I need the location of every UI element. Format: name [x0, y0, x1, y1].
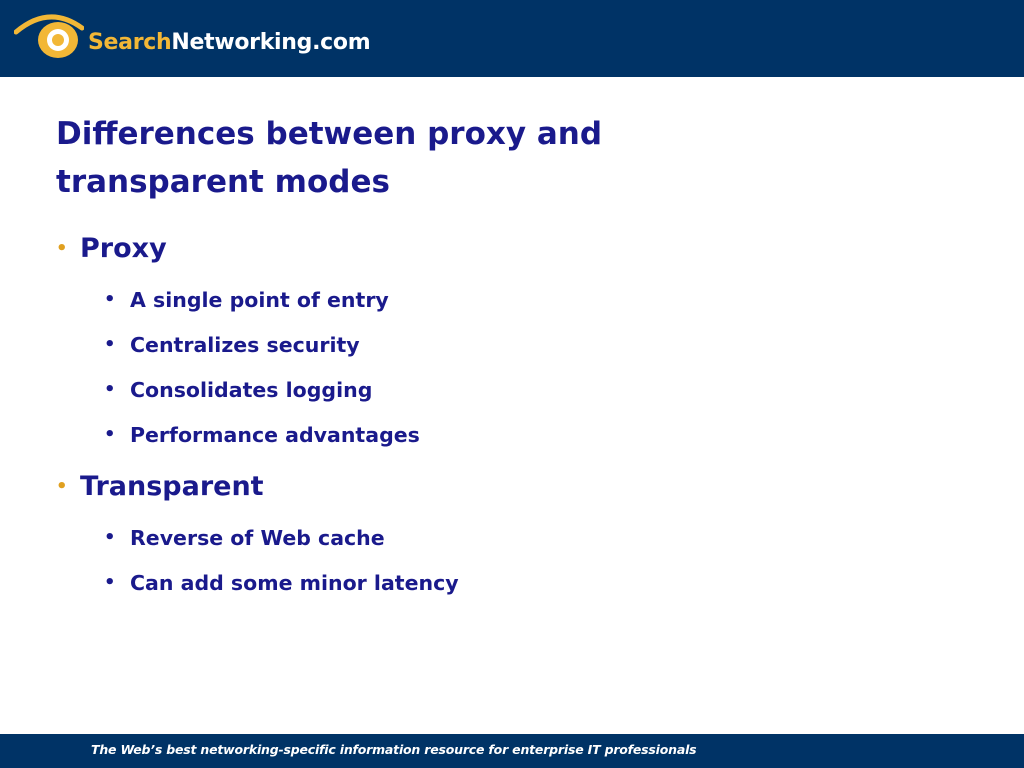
section-items: • Reverse of Web cache • Can add some mi… [104, 515, 956, 605]
slide-title: Differences between proxy and transparen… [56, 110, 756, 206]
site-logo[interactable]: SearchNetworking.com [13, 10, 371, 66]
list-item: • Can add some minor latency [104, 560, 956, 605]
section-heading: • Proxy [56, 228, 956, 268]
section-heading-text: Proxy [80, 232, 167, 264]
header-bar: SearchNetworking.com [0, 0, 1024, 77]
footer-tagline: The Web’s best networking-specific infor… [91, 742, 697, 757]
footer-bar: The Web’s best networking-specific infor… [0, 734, 1024, 768]
list-item-text: Centralizes security [130, 332, 360, 357]
logo-networking-text: Networking [171, 30, 313, 55]
list-item: • Reverse of Web cache [104, 515, 956, 560]
bullet-icon: • [104, 379, 116, 400]
bullet-icon: • [56, 475, 68, 497]
bullet-icon: • [104, 424, 116, 445]
bullet-icon: • [104, 289, 116, 310]
section-items: • A single point of entry • Centralizes … [104, 277, 956, 457]
section-proxy: • Proxy • A single point of entry • Cent… [56, 228, 956, 457]
title-line-2: transparent modes [56, 164, 390, 200]
list-item-text: Performance advantages [130, 422, 420, 447]
list-item-text: Consolidates logging [130, 377, 373, 402]
bullet-icon: • [104, 572, 116, 593]
bullet-icon: • [104, 527, 116, 548]
logo-search-text: Search [88, 30, 172, 55]
list-item-text: Can add some minor latency [130, 570, 459, 595]
section-transparent: • Transparent • Reverse of Web cache • C… [56, 466, 956, 605]
logo-domain-text: .com [312, 30, 371, 55]
section-heading-text: Transparent [80, 470, 264, 502]
list-item-text: Reverse of Web cache [130, 525, 385, 550]
list-item: • Centralizes security [104, 322, 956, 367]
list-item: • Performance advantages [104, 412, 956, 457]
section-heading: • Transparent [56, 466, 956, 506]
title-line-1: Differences between proxy and [56, 116, 603, 152]
slide-content: • Proxy • A single point of entry • Cent… [56, 228, 956, 614]
eye-logo-icon [13, 10, 85, 66]
list-item: • Consolidates logging [104, 367, 956, 412]
bullet-icon: • [104, 334, 116, 355]
logo-wordmark: SearchNetworking.com [88, 30, 371, 55]
bullet-icon: • [56, 237, 68, 259]
list-item-text: A single point of entry [130, 287, 389, 312]
list-item: • A single point of entry [104, 277, 956, 322]
